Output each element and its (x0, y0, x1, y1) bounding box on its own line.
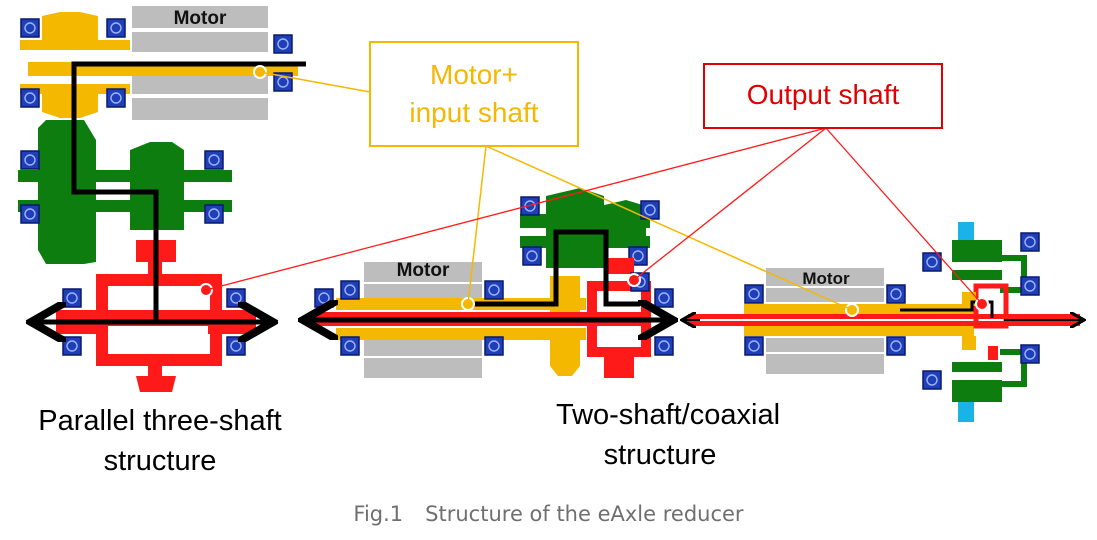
input-shaft-right (744, 304, 974, 314)
intermediate-shaft-left (18, 120, 232, 264)
motor-block-right: Motor (766, 268, 884, 374)
motor-label-right: Motor (802, 269, 850, 288)
motor-input-leader-lines (259, 71, 853, 311)
two-shaft-diagram: Motor (308, 188, 673, 378)
parallel-structure-label-line2: structure (104, 445, 217, 477)
coaxial-diagram: Motor (684, 222, 1082, 422)
motor-input-label-line2: input shaft (409, 97, 538, 128)
bearing-icon (204, 204, 224, 224)
figure-number: Fig.1 (353, 502, 404, 526)
figure-title: Structure of the eAxle reducer (425, 502, 744, 526)
bearing-icon (744, 336, 764, 356)
motor-input-callout: Motor+ input shaft (369, 41, 579, 147)
motor-block-left: Motor (132, 6, 268, 120)
bearing-icon (654, 288, 674, 308)
bearing-icon (20, 18, 40, 38)
bearing-icon (922, 252, 942, 272)
power-flow-line (71, 61, 306, 322)
bearing-icon (744, 284, 764, 304)
coaxial-structure-label-line2: structure (604, 439, 717, 471)
bearing-icon (1020, 276, 1040, 296)
bearing-icon (273, 34, 293, 54)
bearing-icon (340, 336, 360, 356)
bearing-icon (62, 288, 82, 308)
parallel-three-shaft-diagram: Motor (18, 6, 306, 392)
bearing-icon (20, 88, 40, 108)
power-flow-line (900, 300, 994, 318)
bearing-icon (654, 336, 674, 356)
motor-input-label-line1: Motor+ (430, 59, 518, 90)
bearing-icon (106, 18, 126, 38)
motor-label-left: Motor (174, 8, 227, 29)
output-shaft-label: Output shaft (747, 79, 900, 110)
input-shaft-right-lower (744, 326, 974, 336)
bearing-icon (484, 280, 504, 300)
bearing-icon (340, 280, 360, 300)
bearing-icon (886, 284, 906, 304)
bearing-icon (886, 336, 906, 356)
bearing-icon (922, 370, 942, 390)
bearing-icon (62, 336, 82, 356)
bearing-icon (204, 150, 224, 170)
output-leader-lines (205, 127, 983, 305)
bearing-icon (1020, 232, 1040, 252)
bearing-icon (522, 246, 542, 266)
motor-label-middle: Motor (397, 260, 450, 281)
bearing-icon (226, 288, 246, 308)
bearing-icon (484, 336, 504, 356)
output-shaft-callout: Output shaft (703, 63, 943, 129)
bearing-icon (1020, 344, 1040, 364)
planetary-gear-right (952, 222, 1027, 422)
bearing-icon (20, 150, 40, 170)
bearing-icon (106, 88, 126, 108)
coaxial-structure-label-line1: Two-shaft/coaxial (556, 399, 780, 431)
figure-caption: Fig.1 Structure of the eAxle reducer (0, 502, 1097, 526)
bearing-icon (226, 336, 246, 356)
bearing-icon (20, 204, 40, 224)
parallel-structure-label-line1: Parallel three-shaft (38, 405, 281, 437)
motor-block-middle: Motor (364, 260, 482, 378)
bearing-icon (314, 288, 334, 308)
power-flow-line (466, 229, 640, 307)
countershaft-middle (520, 188, 650, 268)
